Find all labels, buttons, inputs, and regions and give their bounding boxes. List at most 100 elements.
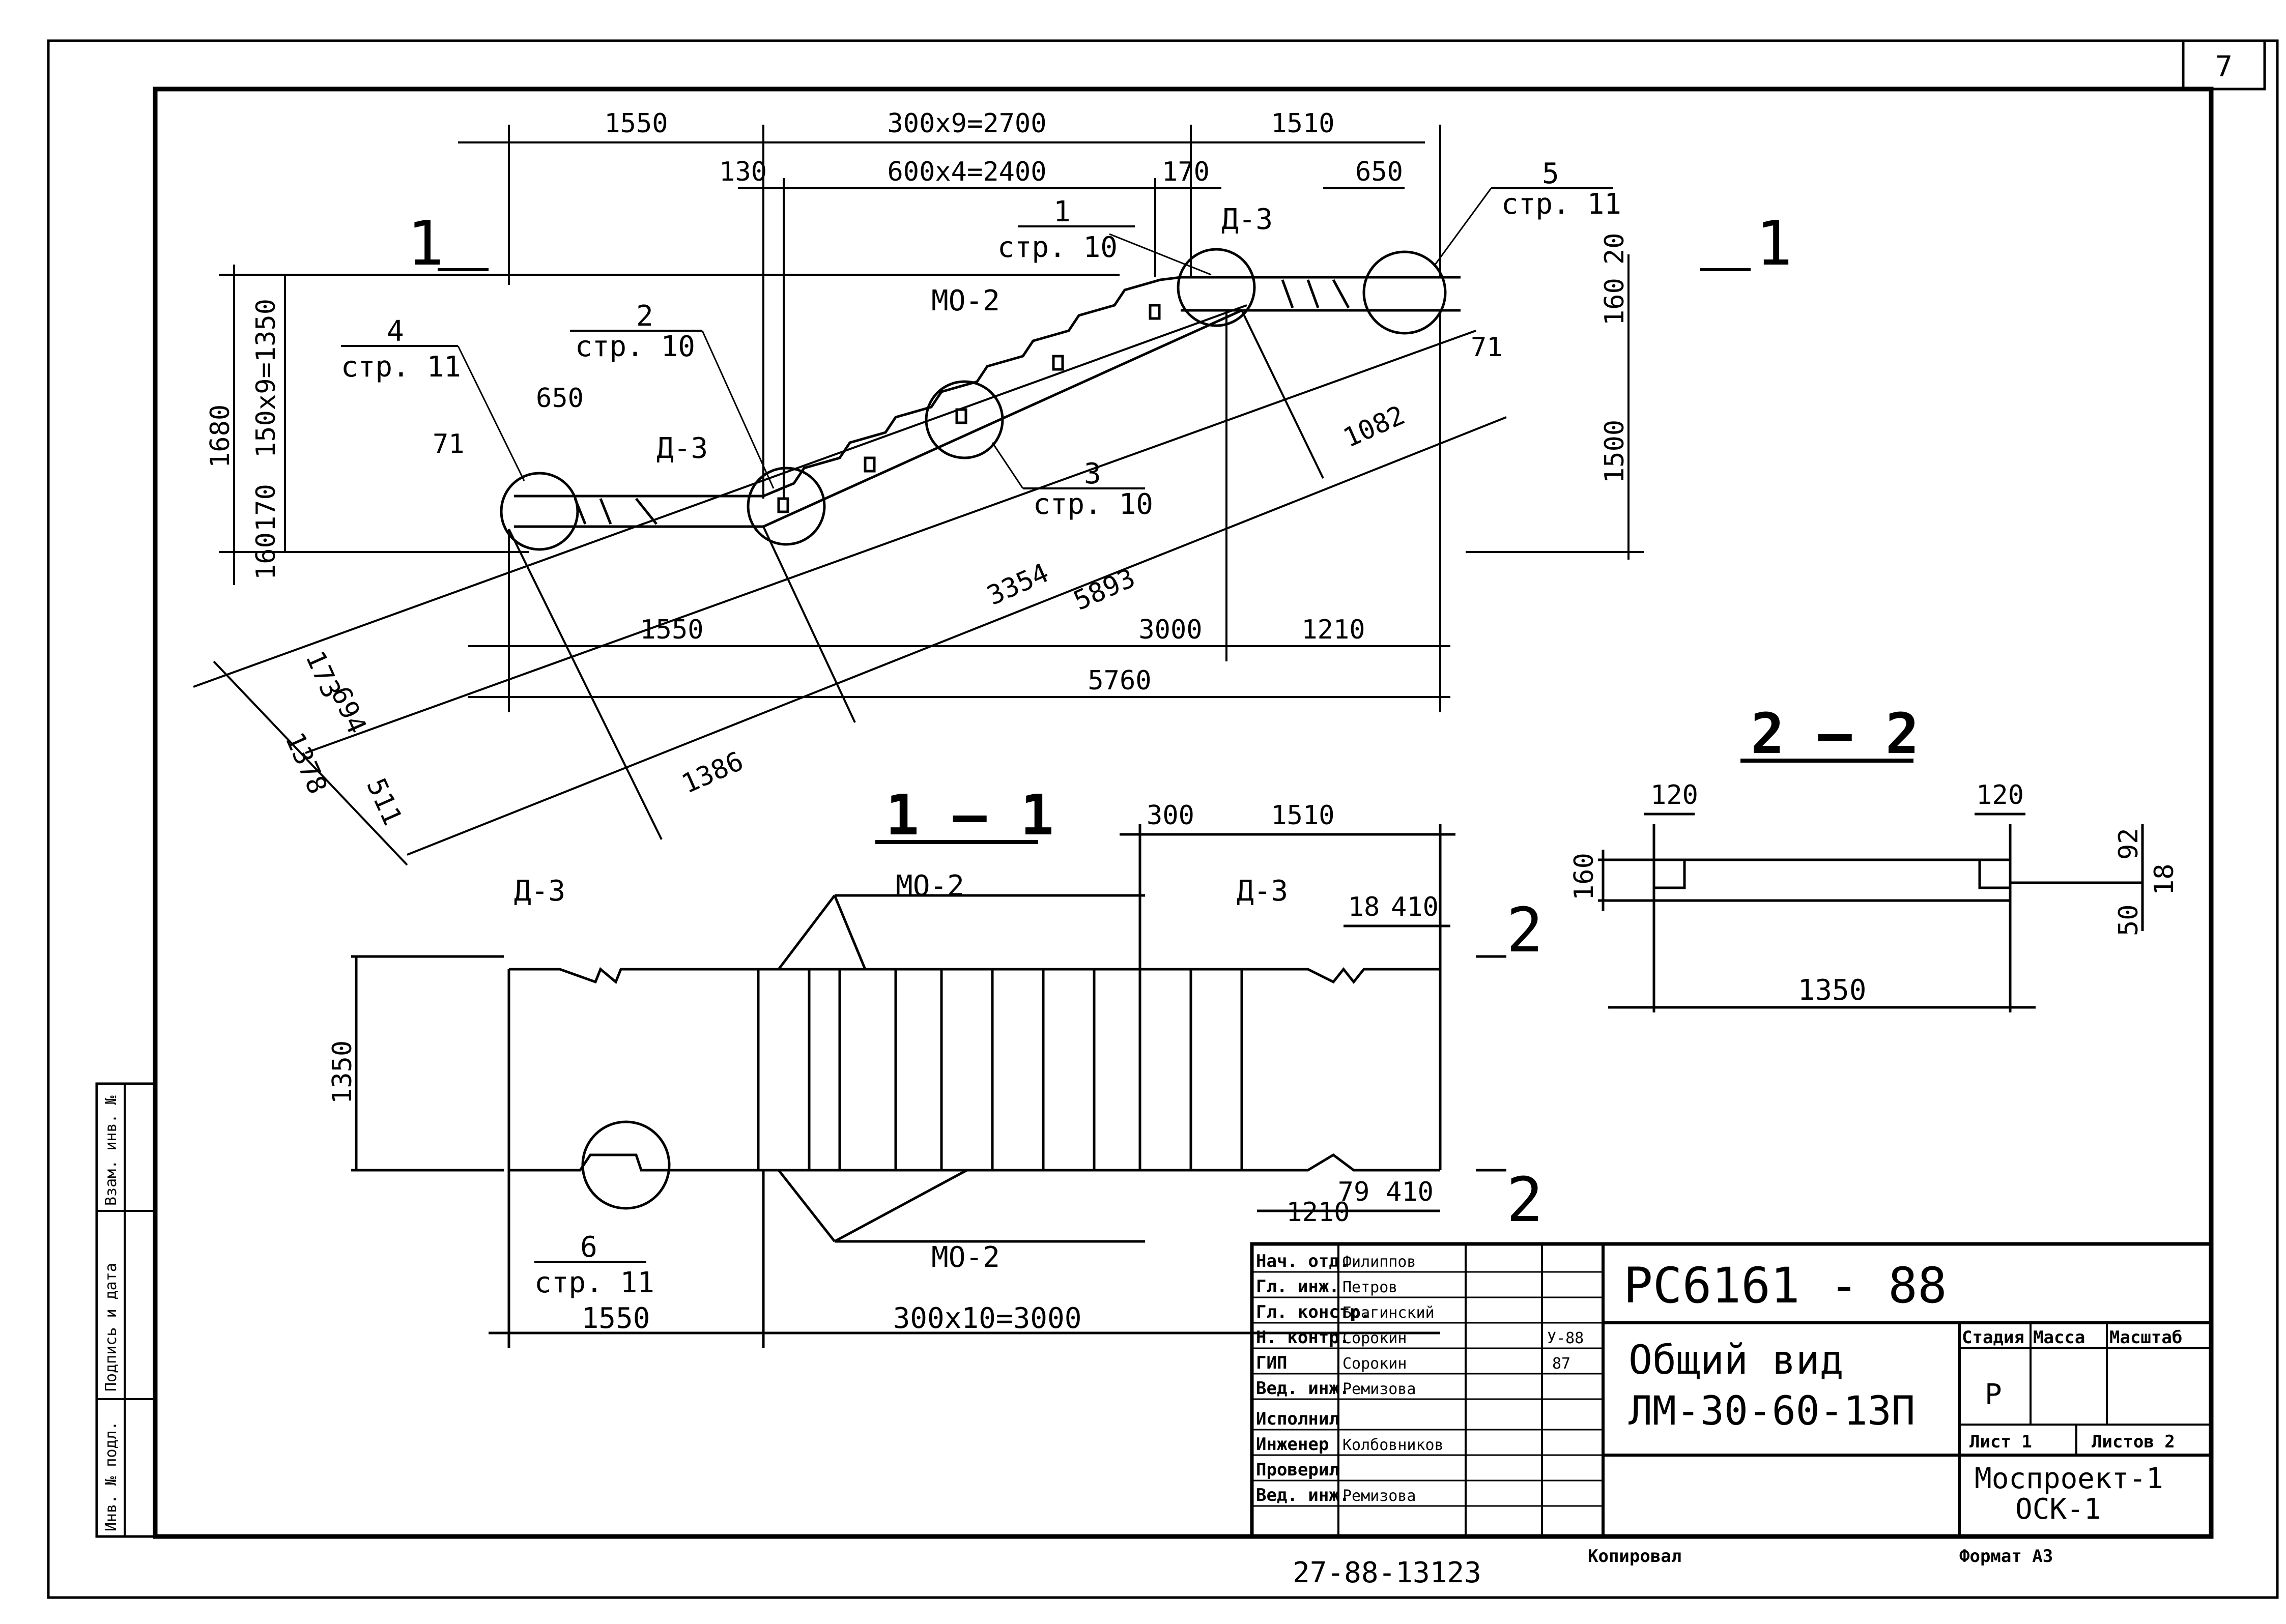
tb-stage-header: Стадия	[1962, 1327, 2024, 1348]
dim-160-left: 160	[251, 532, 281, 580]
dim-170-left: 170	[251, 484, 281, 532]
tb-role-8: Проверил	[1256, 1460, 1339, 1480]
cut-arrow-top-label: 2	[1506, 895, 1543, 966]
section-mark-right: 1	[1756, 209, 1792, 279]
sec22-dim-160: 160	[1569, 853, 1599, 901]
sec22-dim-120-right: 120	[1976, 780, 2024, 810]
sec11-dim-410-bottom: 410	[1386, 1177, 1434, 1207]
callout-5-num: 5	[1542, 157, 1559, 190]
dim-20: 20	[1599, 233, 1630, 265]
section-11-title: 1 — 1	[885, 782, 1054, 848]
dim-top-1510: 1510	[1271, 108, 1334, 139]
tb-role-3: Н. контр.	[1256, 1327, 1350, 1348]
tb-date: У-88	[1547, 1329, 1584, 1347]
dim-170: 170	[1162, 157, 1210, 187]
page-number-box	[2182, 39, 2266, 91]
section-1-1: 1 — 1	[327, 782, 1543, 1348]
dim-650-left: 650	[536, 383, 584, 414]
dim-71-left: 71	[433, 429, 465, 459]
callout-6-num: 6	[580, 1231, 597, 1264]
callout-2-ref: стр. 10	[575, 330, 695, 363]
callout-4-ref: стр. 11	[341, 351, 461, 384]
callout-6-ref: стр. 11	[534, 1266, 654, 1299]
tb-stage-value: Р	[1985, 1378, 2002, 1411]
dim-1680: 1680	[205, 404, 236, 468]
tb-name-3: Сорокин	[1342, 1329, 1407, 1347]
sec11-dim-3000: 300x10=3000	[893, 1302, 1082, 1335]
tb-org-line1: Моспроект-1	[1975, 1462, 2163, 1495]
copied-label: Копировал	[1588, 1546, 1681, 1567]
sec11-dim-1550: 1550	[582, 1302, 650, 1335]
dim-bottom-1210: 1210	[1301, 615, 1365, 645]
tb-mass-header: Масса	[2033, 1327, 2085, 1348]
plan-mark-d3-right: Д-3	[1221, 203, 1273, 236]
sec22-dim-1350: 1350	[1798, 974, 1867, 1007]
tb-name-9: Ремизова	[1342, 1487, 1416, 1505]
dim-130: 130	[719, 157, 767, 187]
outer-frame	[47, 39, 2279, 1599]
tb-role-5: Вед. инж.	[1256, 1378, 1350, 1399]
callout-1-ref: стр. 10	[997, 231, 1118, 264]
dim-1082: 1082	[1339, 400, 1410, 454]
dim-bottom-3000: 3000	[1138, 615, 1202, 645]
callout-2-num: 2	[636, 300, 653, 333]
tb-org-line2: ОСК-1	[2015, 1493, 2101, 1526]
callout-5-ref: стр. 11	[1501, 188, 1621, 221]
dim-1500: 1500	[1599, 420, 1630, 483]
plan-mark-d3-left: Д-3	[656, 432, 708, 465]
tb-name-2: Брагинский	[1342, 1304, 1435, 1322]
title-block: Нач. отд. Филиппов Гл. инж. Петров Гл. к…	[1250, 1242, 2213, 1539]
tb-role-7: Инженер	[1256, 1434, 1329, 1455]
dim-71-right: 71	[1471, 332, 1503, 363]
strip-inv-label: Инв. № подл.	[102, 1421, 120, 1531]
dim-3354: 3354	[983, 558, 1053, 612]
sec11-dim-410-top: 410	[1391, 892, 1439, 922]
sec11-mark-d3-left: Д-3	[514, 875, 565, 908]
sec22-dim-50: 50	[2113, 904, 2144, 936]
sec22-dim-120-left: 120	[1650, 780, 1698, 810]
tb-scale-header: Масштаб	[2109, 1327, 2182, 1348]
tb-name-5: Ремизова	[1342, 1380, 1416, 1398]
left-strip: Инв. № подл. Подпись и дата Взам. инв. №	[95, 1082, 157, 1538]
dim-5893: 5893	[1069, 563, 1140, 617]
dim-bottom-5760: 5760	[1088, 665, 1151, 696]
section-2-2: 2 — 2 120 120 160 92 18 50 1350	[1569, 701, 2180, 1012]
dim-650: 650	[1355, 157, 1403, 187]
dim-511: 511	[360, 774, 408, 830]
cut-arrow-bottom-label: 2	[1506, 1165, 1543, 1236]
plan-dimension-lines	[193, 125, 1644, 866]
tb-name-0: Филиппов	[1342, 1253, 1416, 1271]
tb-role-9: Вед. инж.	[1256, 1485, 1350, 1505]
tb-sheets-label: Листов 2	[2092, 1432, 2175, 1452]
tb-name-7: Колбовников	[1342, 1436, 1444, 1454]
callout-3-ref: стр. 10	[1033, 488, 1153, 521]
sec11-dim-1210: 1210	[1286, 1197, 1350, 1228]
plan-dimension-texts: 1550 300x9=2700 1510 130 600x4=2400 170 …	[205, 108, 1630, 830]
tb-name-1: Петров	[1342, 1279, 1397, 1296]
callout-4-num: 4	[387, 315, 404, 348]
section-22-title: 2 — 2	[1751, 701, 1919, 766]
dim-2400: 600x4=2400	[887, 157, 1046, 187]
section-mark-left: 1	[407, 209, 444, 279]
dim-top-2700: 300x9=2700	[887, 108, 1046, 139]
sec11-dim-300: 300	[1147, 800, 1194, 831]
dim-bottom-1550: 1550	[640, 615, 703, 645]
sec11-dim-1510: 1510	[1271, 800, 1334, 831]
sec22-dim-18: 18	[2149, 863, 2180, 895]
tb-role-4: ГИП	[1256, 1353, 1287, 1373]
format-label: Формат А3	[1959, 1546, 2053, 1567]
tb-name-4: Сорокин	[1342, 1355, 1407, 1373]
plan-section-marks: 1 1	[407, 209, 1792, 279]
dim-160-right: 160	[1599, 278, 1630, 326]
sec11-dim-1350: 1350	[327, 1040, 358, 1104]
tb-sheet-label: Лист 1	[1969, 1432, 2032, 1452]
inner-frame	[153, 86, 2214, 1539]
tb-name-line2: ЛМ-30-60-13П	[1628, 1388, 1916, 1434]
tb-doc-code: РС6161 - 88	[1623, 1257, 1947, 1314]
plan-callouts: 1 стр. 10 2 стр. 10 3 стр. 10 4 стр. 11 …	[341, 157, 1621, 521]
dim-1386: 1386	[677, 746, 748, 800]
tb-role-0: Нач. отд.	[1256, 1251, 1350, 1271]
plan-mark-mo2: МО-2	[931, 284, 1000, 317]
sec22-dim-92: 92	[2113, 828, 2144, 860]
page-number: 7	[2215, 50, 2233, 83]
